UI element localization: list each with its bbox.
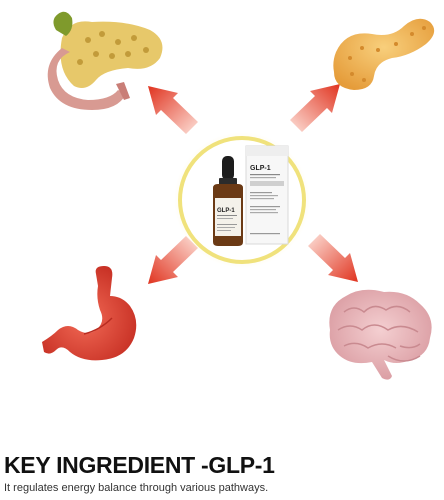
arrow-top-left bbox=[148, 86, 198, 134]
stomach-icon bbox=[42, 266, 137, 361]
key-ingredient-heading: KEY INGREDIENT -GLP-1 bbox=[4, 452, 275, 478]
arrow-top-right bbox=[290, 84, 340, 132]
arrow-bottom-right bbox=[308, 234, 358, 282]
arrow-bottom-left bbox=[148, 236, 198, 284]
key-ingredient-subtitle: It regulates energy balance through vari… bbox=[4, 482, 269, 494]
bottle-label: GLP-1 bbox=[217, 208, 235, 214]
box-label: GLP-1 bbox=[250, 165, 271, 172]
brain-icon bbox=[329, 289, 432, 380]
dropper-bottle: GLP-1 bbox=[213, 156, 243, 246]
infographic: GLP-1 GLP-1 bbox=[42, 11, 435, 380]
pancreas-liver-icon bbox=[47, 11, 163, 110]
pancreas-icon bbox=[333, 18, 435, 90]
infographic-canvas: GLP-1 GLP-1 bbox=[42, 11, 435, 380]
product-box: GLP-1 bbox=[245, 145, 289, 245]
